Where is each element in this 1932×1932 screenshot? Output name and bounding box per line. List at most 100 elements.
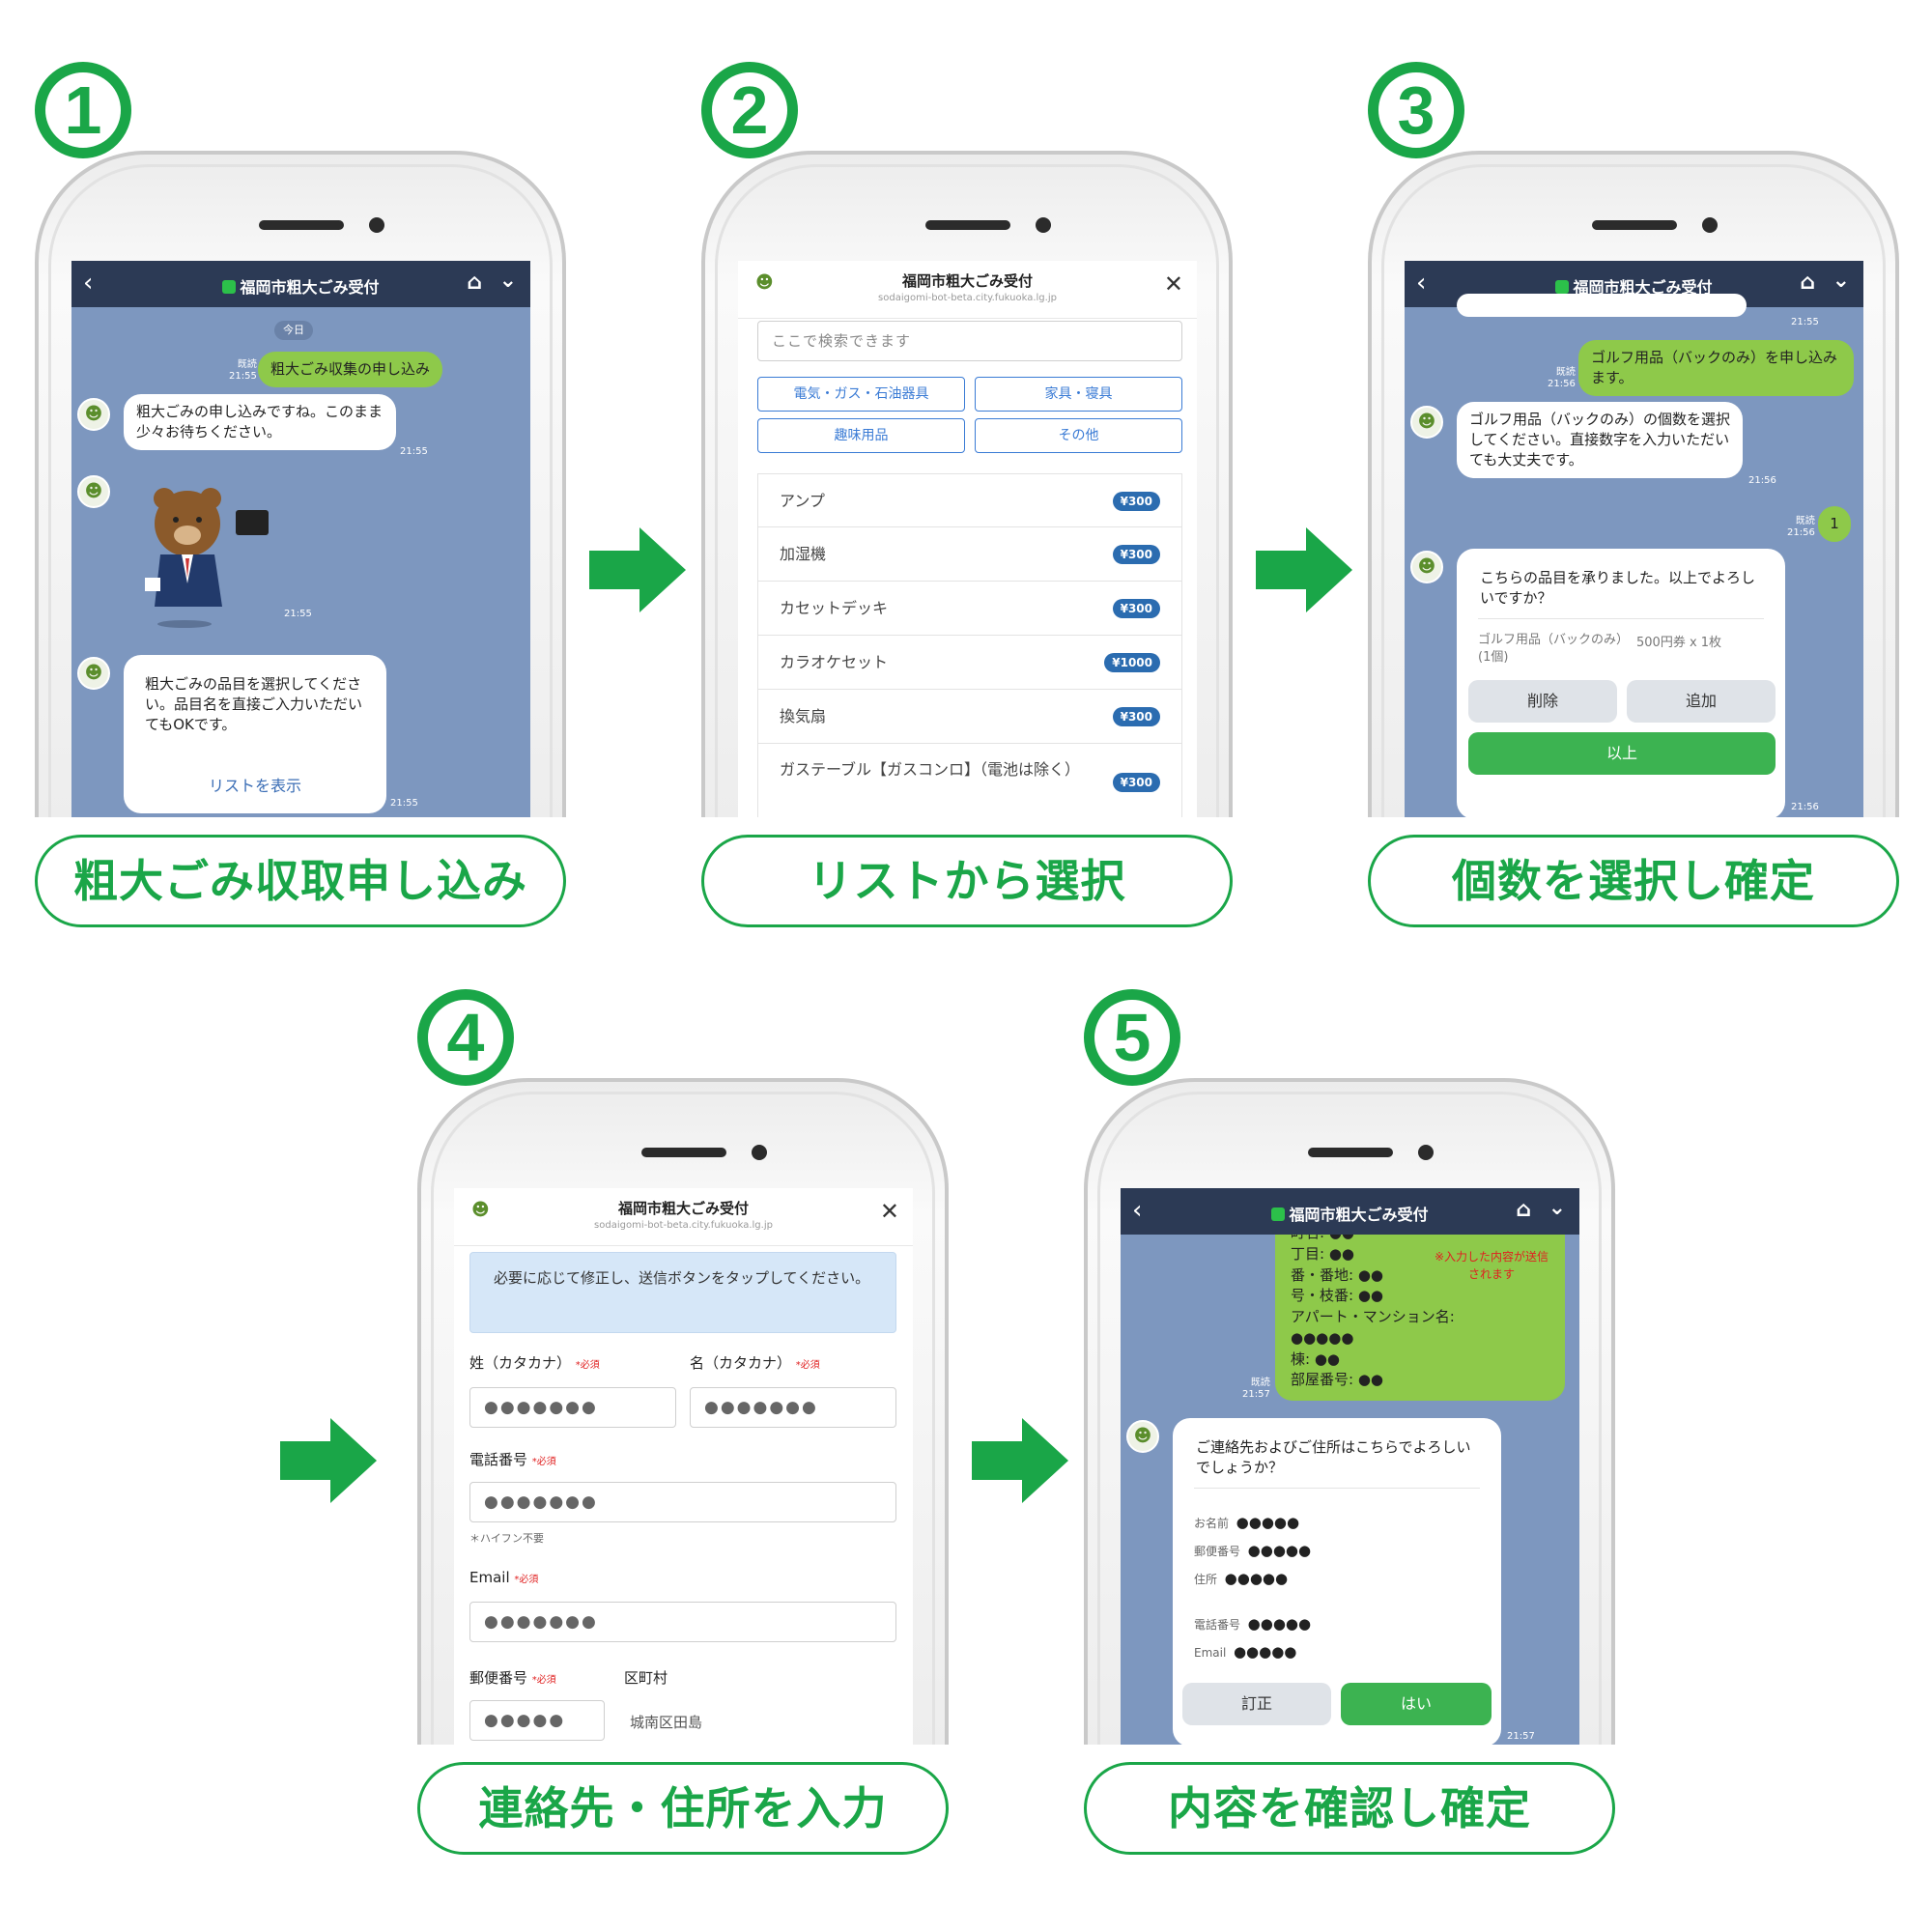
item-list-screen[interactable]: ☻ 福岡市粗大ごみ受付 sodaigomi-bot-beta.city.fuku… [738, 261, 1197, 817]
back-icon[interactable]: ‹ [1416, 269, 1427, 298]
list-item[interactable]: 換気扇¥300 [757, 690, 1182, 744]
hyphen-note: ＊ハイフン不要 [469, 1532, 544, 1545]
chevron-down-icon[interactable]: ⌄ [498, 269, 517, 293]
list-item[interactable]: ガステーブル【ガスコンロ】（電池は除く）¥300 [757, 744, 1182, 817]
chevron-down-icon[interactable]: ⌄ [1832, 269, 1850, 293]
address-bubble: 町名: ●● 丁目: ●● 番・番地: ●● 号・枝番: ●● アパート・マンシ… [1275, 1217, 1565, 1401]
price-badge: ¥300 [1112, 545, 1160, 564]
search-input[interactable]: ここで検索できます [757, 321, 1182, 361]
step-caption: 連絡先・住所を入力 [417, 1762, 949, 1855]
done-button[interactable]: 以上 [1468, 732, 1776, 775]
bot-message-partial [1457, 294, 1747, 317]
category-tag[interactable]: その他 [975, 418, 1182, 453]
front-camera [1036, 217, 1051, 233]
chevron-down-icon[interactable]: ⌄ [1548, 1196, 1566, 1220]
step-caption: 個数を選択し確定 [1368, 835, 1899, 927]
category-tag[interactable]: 電気・ガス・石油器具 [757, 377, 965, 412]
list-item[interactable]: カセットデッキ¥300 [757, 582, 1182, 636]
home-icon[interactable]: ⌂ [1516, 1198, 1531, 1222]
speaker [641, 1148, 726, 1157]
field-row: 住所 ●●●●● [1194, 1570, 1289, 1587]
web-url: sodaigomi-bot-beta.city.fukuoka.lg.jp [878, 293, 1057, 303]
chat-header: ‹ 福岡市粗大ごみ受付 ⌂ ⌄ [71, 261, 530, 307]
phone-frame: ☻ 福岡市粗大ごみ受付 sodaigomi-bot-beta.city.fuku… [417, 1078, 949, 1745]
add-button[interactable]: 追加 [1627, 680, 1776, 723]
bot-message: ゴルフ用品（バックのみ）の個数を選択してください。直接数字を入力いただいても大丈… [1457, 402, 1743, 478]
first-name-input[interactable]: ●●●●●●● [690, 1387, 896, 1428]
front-camera [1702, 217, 1718, 233]
mascot-logo-icon: ☻ [755, 272, 774, 293]
field-row: お名前 ●●●●● [1194, 1514, 1300, 1531]
zip-label: 郵便番号 *必須 [469, 1669, 556, 1687]
message-time: 21:55 [1791, 317, 1819, 327]
email-input[interactable]: ●●●●●●● [469, 1602, 896, 1642]
step-number: 4 [417, 989, 514, 1086]
next-arrow-icon [1256, 527, 1352, 612]
home-icon[interactable]: ⌂ [467, 270, 482, 295]
bear-sticker-icon [145, 488, 269, 628]
price-badge: ¥300 [1112, 599, 1160, 618]
chat-title: 福岡市粗大ごみ受付 [1289, 1206, 1429, 1224]
date-label: 今日 [274, 321, 313, 340]
bot-message: 粗大ごみの申し込みですね。このまま少々お待ちください。 [124, 394, 396, 450]
bot-card: 粗大ごみの品目を選択してください。品目名を直接ご入力いただいてもOKです。 [124, 655, 386, 813]
list-item[interactable]: カラオケセット¥1000 [757, 636, 1182, 690]
bot-avatar-icon: ☻ [77, 657, 110, 690]
user-message: ゴルフ用品（バックのみ）を申し込みます。 [1578, 340, 1854, 396]
step-number: 5 [1084, 989, 1180, 1086]
notice-box: 必要に応じて修正し、送信ボタンをタップしてください。 [469, 1252, 896, 1333]
message-time: 21:56 [1748, 475, 1776, 486]
category-tag[interactable]: 趣味用品 [757, 418, 965, 453]
ward-value: 城南区田島 [630, 1714, 703, 1731]
phone-input[interactable]: ●●●●●●● [469, 1482, 896, 1522]
price-badge: ¥300 [1112, 773, 1160, 792]
show-list-button[interactable]: リストを表示 [208, 777, 301, 795]
last-name-input[interactable]: ●●●●●●● [469, 1387, 676, 1428]
last-name-label: 姓（カタカナ） *必須 [469, 1354, 600, 1372]
delete-button[interactable]: 削除 [1468, 680, 1617, 723]
divider [1194, 1488, 1480, 1489]
back-icon[interactable]: ‹ [1132, 1196, 1143, 1225]
list-item[interactable]: アンプ¥300 [757, 473, 1182, 527]
home-icon[interactable]: ⌂ [1800, 270, 1815, 295]
ward-label: 区町村 [624, 1669, 668, 1687]
web-header: ☻ 福岡市粗大ごみ受付 sodaigomi-bot-beta.city.fuku… [454, 1188, 913, 1246]
close-icon[interactable]: ✕ [1163, 270, 1183, 298]
verified-shield-icon [1555, 280, 1570, 294]
bot-avatar-icon: ☻ [1410, 551, 1443, 583]
field-row: 郵便番号 ●●●●● [1194, 1542, 1312, 1559]
email-label: Email *必須 [469, 1569, 539, 1586]
web-title: 福岡市粗大ごみ受付 [901, 272, 1033, 290]
step-caption: リストから選択 [701, 835, 1233, 927]
step-caption: 内容を確認し確定 [1084, 1762, 1615, 1855]
yes-button[interactable]: はい [1341, 1683, 1492, 1725]
red-note: ※入力した内容が送信されます [1434, 1250, 1549, 1281]
price-badge: ¥1000 [1104, 653, 1160, 672]
list-item[interactable]: 加湿機¥300 [757, 527, 1182, 582]
mascot-logo-icon: ☻ [471, 1200, 490, 1220]
fix-button[interactable]: 訂正 [1182, 1683, 1331, 1725]
confirm-text: ご連絡先およびご住所はこちらでよろしいでしょうか？ [1196, 1438, 1471, 1476]
next-arrow-icon [280, 1418, 377, 1503]
phone-label: 電話番号 *必須 [469, 1451, 556, 1468]
message-time: 21:55 [284, 609, 312, 619]
first-name-label: 名（カタカナ） *必須 [690, 1354, 820, 1372]
contact-form-screen[interactable]: ☻ 福岡市粗大ごみ受付 sodaigomi-bot-beta.city.fuku… [454, 1188, 913, 1745]
close-icon[interactable]: ✕ [879, 1198, 899, 1225]
speaker [1308, 1148, 1393, 1157]
bot-avatar-icon: ☻ [1126, 1420, 1159, 1453]
zip-input[interactable]: ●●●●● [469, 1700, 605, 1741]
chat-title: 福岡市粗大ごみ受付 [240, 278, 380, 297]
back-icon[interactable]: ‹ [83, 269, 94, 298]
price-badge: ¥300 [1112, 492, 1160, 511]
message-time: 21:55 [390, 798, 418, 809]
category-tag[interactable]: 家具・寝具 [975, 377, 1182, 412]
field-row: 電話番号 ●●●●● [1194, 1615, 1312, 1633]
speaker [1592, 220, 1677, 230]
verified-shield-icon [1271, 1208, 1286, 1221]
line-chat-screen[interactable]: 町名: ●● 丁目: ●● 番・番地: ●● 号・枝番: ●● アパート・マンシ… [1121, 1188, 1579, 1745]
step-number: 1 [35, 62, 131, 158]
message-time: 21:55 [400, 446, 428, 457]
